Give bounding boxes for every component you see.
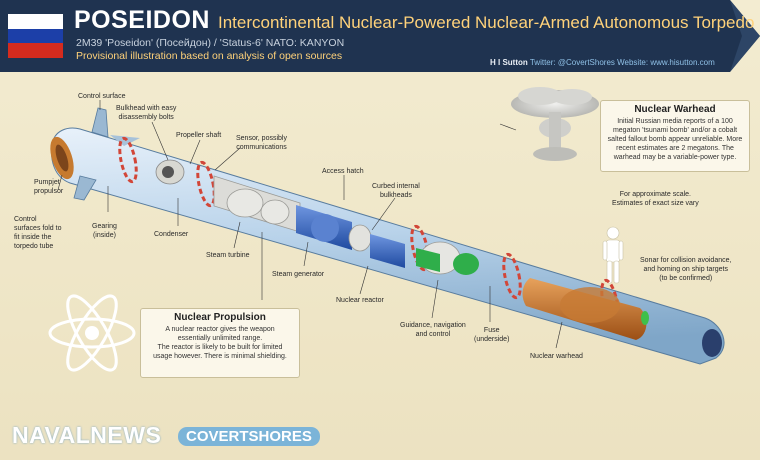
header-band — [0, 0, 760, 72]
credit-details: Twitter: @CovertShores Website: www.hisu… — [529, 58, 715, 67]
atom-icon — [48, 294, 136, 372]
label-steam-generator: Steam generator — [272, 271, 325, 278]
leader-lines — [57, 100, 563, 349]
propulsion-box-text: A nuclear reactor gives the weapon essen… — [153, 326, 287, 360]
label-nuclear-warhead: Nuclear warhead — [530, 353, 583, 360]
designation-line: 2M39 'Poseidon' (Посейдон) / 'Status-6' … — [76, 37, 345, 49]
title-main: POSEIDON — [74, 6, 210, 34]
header-banner: POSEIDON Intercontinental Nuclear-Powered… — [0, 0, 760, 72]
label-control-fold: Control surfaces fold to fit inside the … — [14, 216, 62, 250]
label-condenser: Condenser — [154, 231, 189, 238]
label-sonar: Sonar for collision avoidance, and homin… — [640, 257, 732, 282]
label-curbed-bulkheads: Curbed internal bulkheads — [372, 183, 420, 199]
mushroom-cloud-icon — [511, 87, 599, 161]
label-control-surface: Control surface — [78, 93, 126, 100]
label-fuse: Fuse (underside) — [474, 327, 510, 343]
navalnews-logo: NAVALNEWS — [12, 422, 162, 448]
title-subtitle: Intercontinental Nuclear-Powered Nuclear… — [217, 13, 755, 32]
propulsion-box-title: Nuclear Propulsion — [174, 312, 266, 323]
covertshores-logo: COVERTSHORES — [178, 427, 320, 446]
russian-flag-icon — [8, 14, 63, 58]
nuclear-propulsion-box: Nuclear Propulsion A nuclear reactor giv… — [140, 308, 300, 378]
label-bulkhead-bolts: Bulkhead with easy disassembly bolts — [116, 105, 177, 121]
provisional-note: Provisional illustration based on analys… — [76, 50, 343, 62]
nuclear-warhead-box: Nuclear Warhead Initial Russian media re… — [600, 100, 750, 172]
page-title: POSEIDON Intercontinental Nuclear-Powered… — [74, 6, 754, 35]
label-steam-turbine: Steam turbine — [206, 252, 250, 259]
internal-components — [155, 159, 722, 357]
pumpjet-part — [50, 136, 74, 180]
label-pumpjet: Pumpjet propulsor — [34, 179, 64, 195]
warhead-box-title: Nuclear Warhead — [634, 104, 716, 115]
author-name: H I Sutton — [490, 58, 528, 67]
warhead-box-text: Initial Russian media reports of a 100 m… — [607, 118, 743, 161]
label-sensor: Sensor, possibly communications — [236, 135, 287, 151]
label-access-hatch: Access hatch — [322, 168, 364, 175]
label-gearing: Gearing (inside) — [92, 223, 117, 239]
label-scale-note: For approximate scale. Estimates of exac… — [612, 191, 699, 207]
human-scale-icon — [602, 226, 624, 284]
author-credit: H I Sutton Twitter: @CovertShores Websit… — [490, 58, 715, 67]
label-nuclear-reactor: Nuclear reactor — [336, 297, 384, 304]
label-guidance: Guidance, navigation and control — [400, 322, 466, 338]
label-propeller-shaft: Propeller shaft — [176, 132, 222, 139]
